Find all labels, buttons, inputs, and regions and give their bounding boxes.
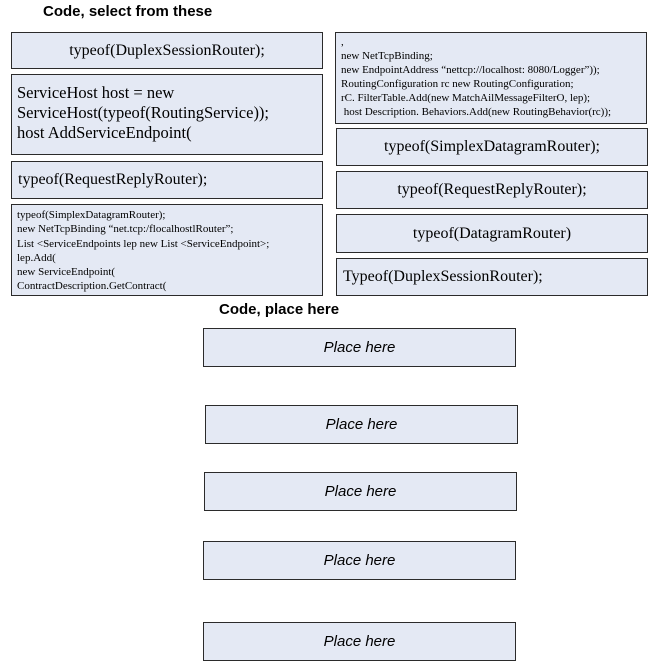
drop-target-1[interactable]: Place here <box>203 328 516 367</box>
option-duplex-session-router[interactable]: typeof(DuplexSessionRouter); <box>11 32 323 69</box>
code-line: new ServiceEndpoint( <box>17 266 116 279</box>
option-request-reply-router[interactable]: typeof(RequestReplyRouter); <box>11 161 323 199</box>
code-line: typeof(SimplexDatagramRouter); <box>17 209 166 221</box>
option-label: typeof(DatagramRouter) <box>412 224 572 242</box>
option-datagram-router[interactable]: typeof(DatagramRouter) <box>336 214 648 253</box>
option-label: typeof(DuplexSessionRouter); <box>69 41 265 59</box>
option-binding-routing-block[interactable]: , new NetTcpBinding; new EndpointAddress… <box>335 32 647 124</box>
code-line: ContractDescription.GetContract( <box>17 280 167 293</box>
option-label: Typeof(DuplexSessionRouter); <box>343 268 543 285</box>
code-line: ServiceHost(typeof(RoutingService)); <box>17 103 270 122</box>
drop-target-3[interactable]: Place here <box>204 472 517 511</box>
option-servicehost-block[interactable]: ServiceHost host = new ServiceHost(typeo… <box>11 74 323 155</box>
select-heading: Code, select from these <box>43 3 213 20</box>
place-heading: Code, place here <box>219 301 340 318</box>
code-line: ServiceHost host = new <box>17 83 175 102</box>
code-line: , <box>341 36 344 48</box>
drop-target-5[interactable]: Place here <box>203 622 516 661</box>
code-line: rC. FilterTable.Add(new MatchAilMessageF… <box>341 92 591 104</box>
option-label: typeof(SimplexDatagramRouter); <box>384 138 600 155</box>
code-line: new EndpointAddress “nettcp://localhost:… <box>341 64 600 76</box>
code-line: List <ServiceEndpoints lep new List <Ser… <box>17 237 270 250</box>
code-line: lep.Add( <box>17 251 56 264</box>
option-duplex-session-router-right[interactable]: Typeof(DuplexSessionRouter); <box>336 258 648 296</box>
code-line: new NetTcpBinding; <box>341 50 433 62</box>
option-simplex-endpoint-block[interactable]: typeof(SimplexDatagramRouter); new NetTc… <box>11 204 323 296</box>
code-line: host AddServiceEndpoint( <box>17 123 192 142</box>
code-line: new NetTcpBinding “net.tcp:/flocalhostlR… <box>17 223 234 236</box>
code-line: host Description. Behaviors.Add(new Rout… <box>341 106 612 118</box>
drop-target-4[interactable]: Place here <box>203 541 516 580</box>
option-simplex-datagram-router[interactable]: typeof(SimplexDatagramRouter); <box>336 128 648 166</box>
option-request-reply-router-right[interactable]: typeof(RequestReplyRouter); <box>336 171 648 209</box>
option-label: typeof(RequestReplyRouter); <box>397 181 587 198</box>
drop-target-2[interactable]: Place here <box>205 405 518 444</box>
option-label: typeof(RequestReplyRouter); <box>18 171 208 188</box>
code-line: RoutingConfiguration rc new RoutingConfi… <box>341 78 574 90</box>
